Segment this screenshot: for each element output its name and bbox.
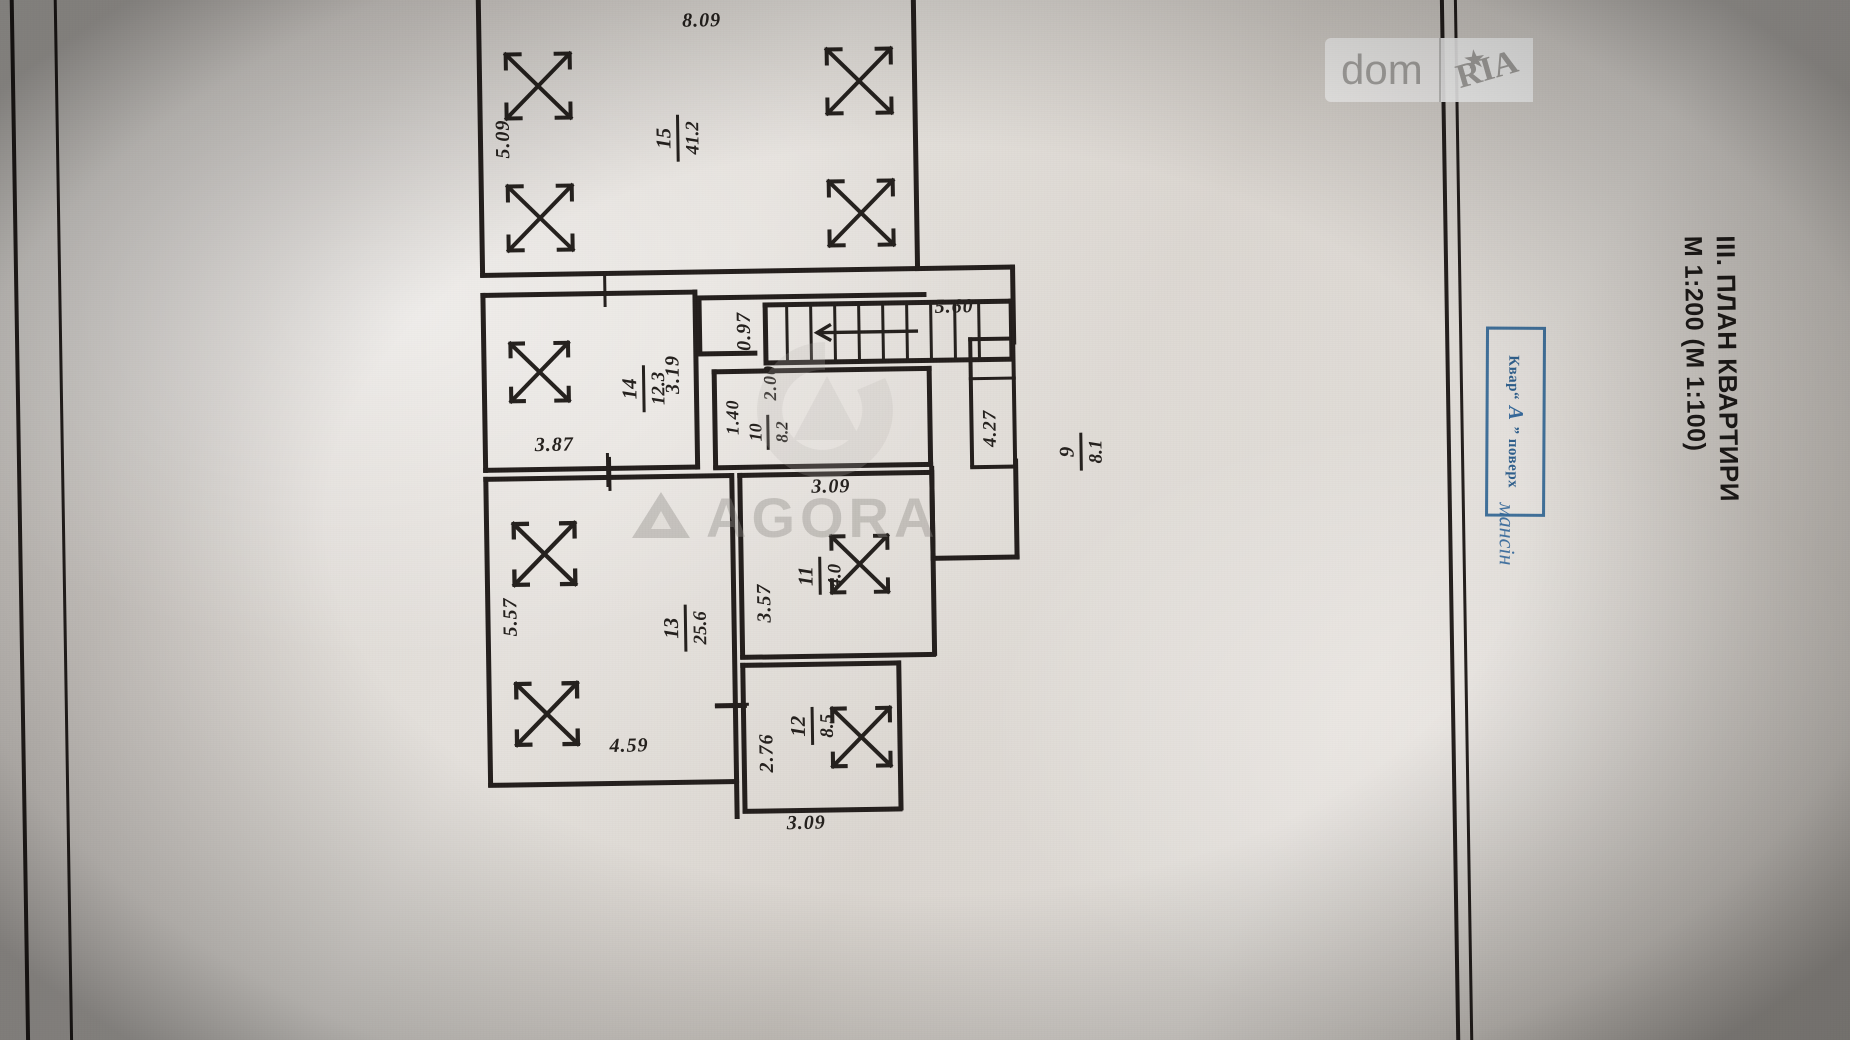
diagonal-marker-icon xyxy=(824,528,895,599)
wall-room11-bottom xyxy=(740,651,937,660)
dim-room13-top: 3.87 xyxy=(534,433,574,457)
wall-outer-right-upper xyxy=(1009,264,1017,345)
dim-room13-bottom: 4.59 xyxy=(609,734,649,757)
room-label-13: 13 25.6 xyxy=(658,604,711,652)
diagonal-marker-icon xyxy=(500,177,581,258)
wall-corridor-top xyxy=(696,291,927,301)
diagonal-marker-icon xyxy=(818,40,899,121)
room-label-9: 9 8.1 xyxy=(1054,432,1107,472)
wall-room9-bottom xyxy=(970,464,1018,470)
room-15-divider xyxy=(675,114,680,162)
room-10-divider xyxy=(766,414,770,450)
domria-watermark: dom ★ RIA xyxy=(1325,38,1533,102)
room-14-divider xyxy=(641,365,646,413)
wall-outer-right-jog xyxy=(915,264,1016,272)
wall-room10-bottom xyxy=(713,461,934,471)
wall-room13-bottom xyxy=(488,778,739,788)
room-15-area: 41.2 xyxy=(681,121,704,155)
wall-room15-bottom xyxy=(480,266,921,278)
room-label-14: 14 12.3 xyxy=(617,365,670,413)
sheet-border-left xyxy=(9,0,31,1040)
wall-room11-right xyxy=(929,469,938,656)
diagonal-marker-icon xyxy=(508,675,585,752)
room-13-number: 13 xyxy=(658,617,684,639)
wall-room10-right xyxy=(926,365,934,466)
room-15-number: 15 xyxy=(651,127,676,149)
room-11-divider xyxy=(818,557,822,595)
sheet-border-left-inner xyxy=(53,0,74,1040)
room-14-area: 12.3 xyxy=(647,371,670,406)
wall-room9-mid xyxy=(968,376,1016,381)
wall-outer-right-lower xyxy=(1013,458,1020,559)
wall-room15-left xyxy=(475,0,486,277)
wall-room9-top xyxy=(968,336,1016,342)
door-tick xyxy=(714,704,747,709)
dim-room11-h: 3.57 xyxy=(752,583,776,623)
wall-room9-right xyxy=(1011,336,1018,467)
stamp-quote-close: ” xyxy=(1504,426,1522,435)
diagonal-marker-icon xyxy=(506,515,583,592)
stamp-text: Квар“ А ” поверх xyxy=(1503,355,1529,488)
wall-corridor-mid xyxy=(697,350,758,357)
room-12-number: 12 xyxy=(785,715,811,737)
dim-room9-h: 4.27 xyxy=(979,409,1001,448)
stamp-suffix: поверх xyxy=(1504,438,1521,489)
wall-room10-left xyxy=(711,369,719,470)
diagonal-marker-icon xyxy=(498,45,579,126)
domria-dom-text: dom xyxy=(1341,46,1423,93)
room-13-divider xyxy=(683,604,687,652)
wall-room11-left xyxy=(737,472,746,659)
stamp-handwriting: мансін xyxy=(1494,502,1520,566)
dim-room10-h: 1.40 xyxy=(722,399,743,436)
wall-room13-left xyxy=(483,476,494,787)
diagonal-marker-icon xyxy=(825,700,898,773)
dim-room15-top: 8.09 xyxy=(681,9,722,32)
wall-room14-left xyxy=(480,292,489,473)
room-9-number: 9 xyxy=(1054,446,1079,458)
dim-stairs-width: 5.60 xyxy=(934,295,974,318)
dim-room12-left: 2.76 xyxy=(755,733,778,773)
room-label-15: 15 41.2 xyxy=(651,114,704,162)
caption-line-2: М 1:200 (М 1:100) xyxy=(1678,235,1711,452)
blue-approval-stamp: Квар“ А ” поверх xyxy=(1485,326,1547,517)
room-9-divider xyxy=(1079,432,1083,471)
room-10-area: 8.2 xyxy=(771,421,792,443)
stamp-letter: А xyxy=(1504,405,1529,421)
dim-room12-bottom: 3.09 xyxy=(786,811,826,835)
wall-lower-stub xyxy=(734,778,740,820)
dim-room10-w: 2.00 xyxy=(759,364,781,401)
door-tick xyxy=(607,456,612,491)
room-9-area: 8.1 xyxy=(1084,439,1107,464)
wall-room14-top xyxy=(480,289,697,298)
wall-room15-right xyxy=(910,0,921,271)
diagonal-marker-icon xyxy=(503,335,576,408)
dim-room13-left: 5.57 xyxy=(499,597,522,637)
room-12-divider xyxy=(810,707,814,745)
room-11-number: 11 xyxy=(793,566,818,587)
diagonal-marker-icon xyxy=(821,172,902,253)
stair-treads-icon xyxy=(763,299,1016,370)
stamp-prefix: Квар xyxy=(1505,355,1522,393)
wall-room12-left xyxy=(740,662,748,813)
room-13-area: 25.6 xyxy=(689,611,711,645)
domria-separator xyxy=(1438,38,1441,102)
wall-corridor-left xyxy=(696,295,703,356)
room-10-number: 10 xyxy=(745,423,766,442)
room-14-number: 14 xyxy=(617,378,642,400)
room-label-10: 10 8.2 xyxy=(745,414,792,450)
caption-line-1: III. ПЛАН КВАРТИРИ xyxy=(1710,235,1745,503)
door-tick xyxy=(603,272,607,308)
wall-outer-lower-jog xyxy=(930,554,1020,561)
stamp-quote-open: “ xyxy=(1505,392,1522,401)
plan-caption: III. ПЛАН КВАРТИРИ М 1:200 (М 1:100) xyxy=(1677,235,1745,503)
dim-room14-small: 0.97 xyxy=(732,311,756,351)
domria-ria-badge: ★ RIA xyxy=(1440,38,1533,102)
dim-room11-w: 3.09 xyxy=(811,475,851,498)
wall-room12-top xyxy=(740,660,901,668)
wall-room14-bottom xyxy=(483,464,700,473)
